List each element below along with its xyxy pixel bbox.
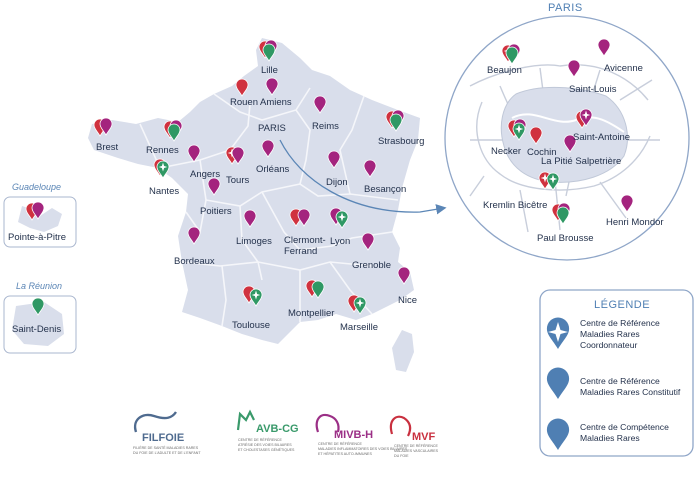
pin-necker-3 [512,122,526,141]
logo-filfoie-name: FILFOIE [142,432,184,444]
logo-mvf-sub-1: CENTRE DE RÉFÉRENCE [394,443,439,448]
city-label-reims: Reims [312,121,339,132]
legend-item-2-line-2: Maladies Rares Constitutif [580,387,681,397]
city-label-rouen: Rouen [230,97,258,108]
france-land [88,38,420,344]
logo-strip: FILFOIE FILIÈRE DE SANTÉ MALADIES RARES … [133,409,439,458]
logo-filfoie: FILFOIE FILIÈRE DE SANTÉ MALADIES RARES … [133,411,201,455]
france-mainland [88,38,420,372]
paris-zoom-arrow [279,139,447,215]
avb-cg-logo-mark [236,409,255,431]
city-label-orleans: Orléans [256,164,290,175]
logo-mvf-name: MVF [412,431,436,443]
pin-lyon-2 [335,210,349,229]
legend-title: LÉGENDE [594,298,650,311]
city-label-brest: Brest [96,142,119,153]
hospital-label-paul-brousse: Paul Brousse [537,233,594,244]
city-label-rennes: Rennes [146,145,179,156]
city-label-lyon: Lyon [330,236,350,247]
logo-avb-cg: AVB-CG CENTRE DE RÉFÉRENCE ATRÉSIE DES V… [236,409,299,452]
city-label-pointe-a-pitre: Pointe-à-Pitre [8,232,66,243]
logo-avb-cg-sub-3: ET CHOLESTASES GÉNÉTIQUES [238,447,295,452]
legend-panel: LÉGENDE Centre de Référence Maladies Rar… [539,289,694,457]
city-label-montpellier: Montpellier [288,308,334,319]
paris-city-area [500,87,628,183]
hospital-label-avicenne: Avicenne [604,63,643,74]
hospital-label-saint-antoine: Saint-Antoine [573,132,630,143]
region-label-la-reunion: La Réunion [16,281,62,291]
legend-item-coordonnateur: Centre de Référence Maladies Rares Coord… [546,317,660,350]
pin-marseille-2 [353,296,367,315]
hospital-label-henri-mondor: Henri Mondor [606,217,664,228]
corsica [392,330,414,372]
pin-kremlin-bicetre-1 [538,171,552,190]
city-label-ferrand: Ferrand [284,246,317,257]
reunion-land [12,302,64,346]
city-label-besancon: Besançon [364,184,406,195]
legend-item-competence: Centre de Compétence Maladies Rares [546,418,669,450]
city-label-limoges: Limoges [236,236,272,247]
hospital-label-beaujon: Beaujon [487,65,522,76]
city-label-saint-denis: Saint-Denis [12,324,61,335]
hospital-label-la-pitie-salpetriere: La Pitié Salpetrière [541,156,621,167]
hospital-label-necker: Necker [491,146,521,157]
pin-toulouse-2 [249,288,263,307]
mvf-logo-mark [389,415,412,437]
logo-mivb-h-name: MIVB-H [334,429,373,441]
logo-avb-cg-sub-2: ATRÉSIE DES VOIES BILIAIRES [238,442,292,447]
pins-layer [25,38,634,316]
city-label-clermont: Clermont- [284,235,326,246]
city-label-tours: Tours [226,175,249,186]
city-label-dijon: Dijon [326,177,348,188]
city-label-marseille: Marseille [340,322,378,333]
city-label-bordeaux: Bordeaux [174,256,215,267]
legend-item-1-line-1: Centre de Référence [580,318,660,328]
city-label-nantes: Nantes [149,186,179,197]
city-label-paris: PARIS [258,123,286,134]
city-label-nice: Nice [398,295,417,306]
seine-river [511,113,625,133]
overseas-panel: Guadeloupe Pointe-à-Pitre La Réunion Sai… [3,182,77,354]
pin-nantes-2 [156,160,170,179]
logo-mivb-h-sub-3: ET HÉPATITES AUTO-IMMUNES [318,451,372,456]
logo-mvf-sub-2: MALADIES VASCULAIRES [394,449,439,453]
city-label-grenoble: Grenoble [352,260,391,271]
filfoie-logo-mark [133,411,177,433]
pin-kremlin-bicetre-2 [546,172,560,191]
logo-avb-cg-sub-1: CENTRE DE RÉFÉRENCE [238,437,283,442]
legend-item-3-line-2: Maladies Rares [580,433,640,443]
city-label-toulouse: Toulouse [232,320,270,331]
region-label-guadeloupe: Guadeloupe [12,182,61,192]
logo-mivb-h-sub-1: CENTRE DE RÉFÉRENCE [318,441,363,446]
logo-mivb-h-sub-2: MALADIES INFLAMMATOIRES DES VOIES BILIAI… [318,447,408,451]
star-icon [548,322,568,342]
hospital-label-saint-louis: Saint-Louis [569,84,617,95]
region-borders [139,87,399,327]
legend-item-constitutif: Centre de Référence Maladies Rares Const… [546,367,681,399]
legend-item-1-line-3: Coordonnateur [580,340,637,350]
paris-inset-title: PARIS [548,2,583,14]
legend-item-1-line-2: Maladies Rares [580,329,640,339]
city-label-poitiers: Poitiers [200,206,232,217]
mivb-h-logo-mark [315,413,340,433]
city-label-strasbourg: Strasbourg [378,136,424,147]
city-label-lille: Lille [261,65,278,76]
legend-box [539,289,694,457]
legend-item-2-line-1: Centre de Référence [580,376,660,386]
logo-mvf: MVF CENTRE DE RÉFÉRENCE MALADIES VASCULA… [389,415,439,458]
legend-item-3-line-1: Centre de Compétence [580,422,669,432]
logo-avb-cg-name: AVB-CG [256,423,299,435]
logo-filfoie-sub-1: FILIÈRE DE SANTÉ MALADIES RARES [133,445,199,450]
city-label-amiens: Amiens [260,97,292,108]
city-label-angers: Angers [190,169,220,180]
logo-mvf-sub-3: DU FOIE [394,454,409,458]
hospital-label-kremlin-bicetre: Kremlin Bicêtre [483,200,547,211]
hospital-label-cochin: Cochin [527,147,557,158]
logo-filfoie-sub-2: DU FOIE DE L'ADULTE ET DE L'ENFANT [133,451,201,455]
logo-mivb-h: MIVB-H CENTRE DE RÉFÉRENCE MALADIES INFL… [315,413,408,456]
pin-saint-antoine-2 [579,108,593,127]
